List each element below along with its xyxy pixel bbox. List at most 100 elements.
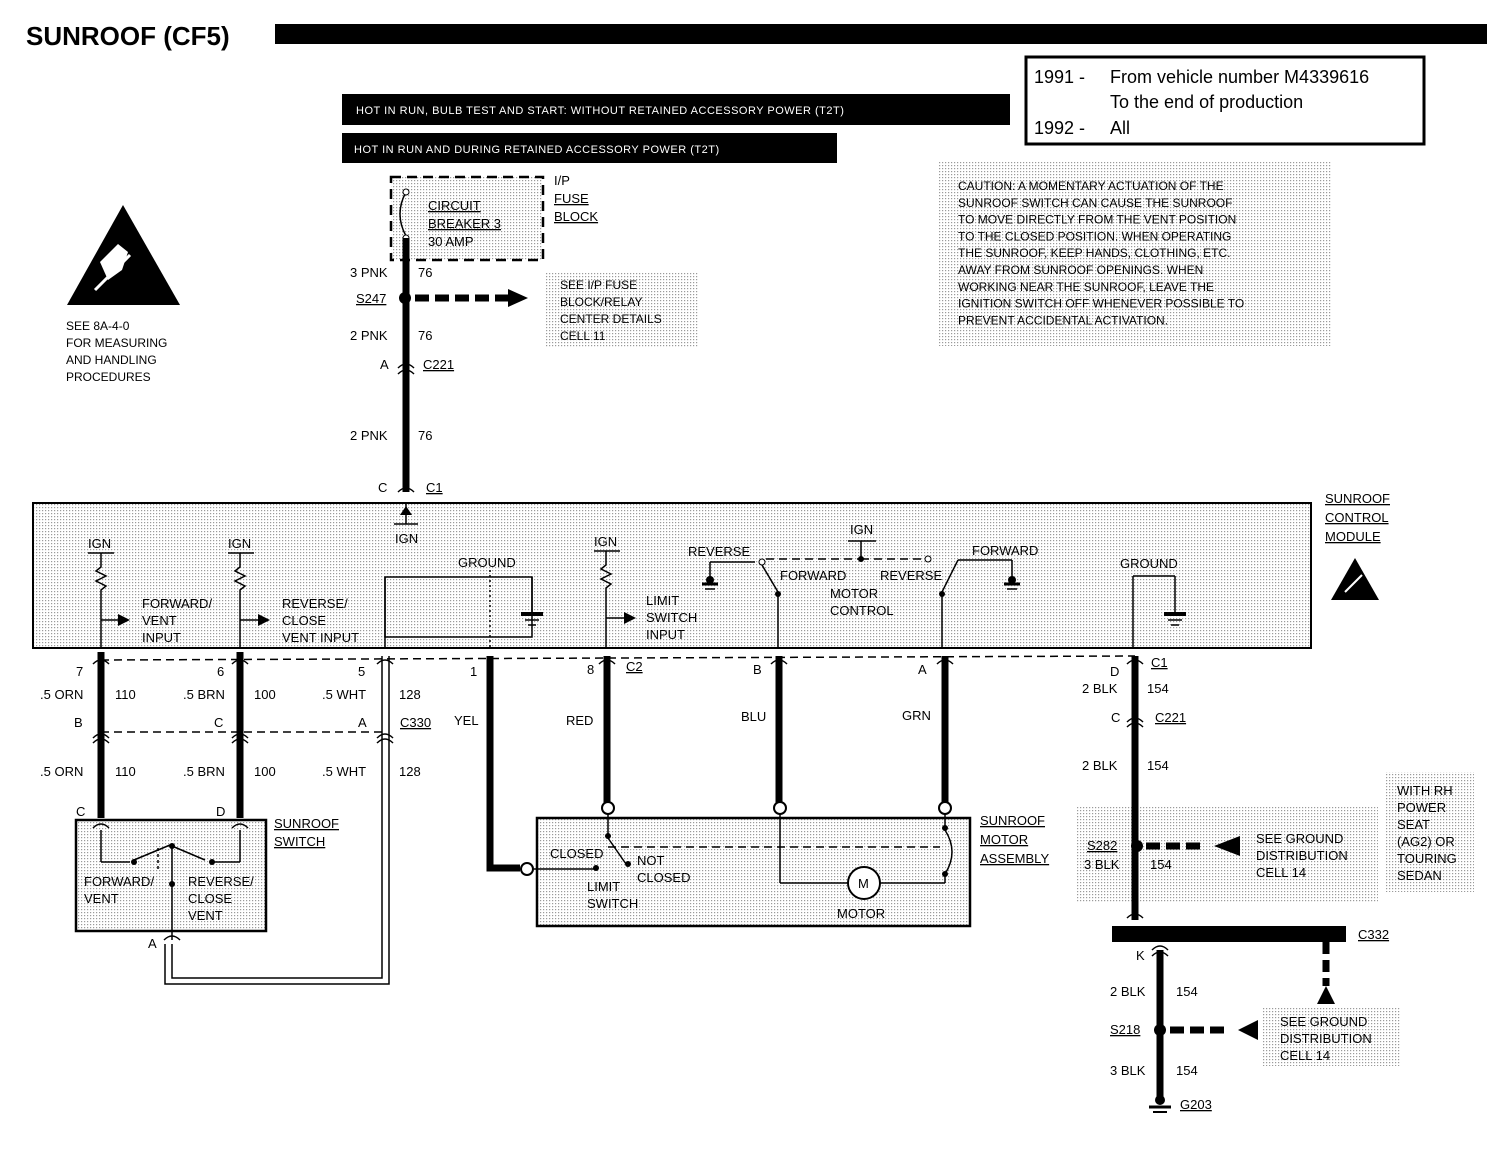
- circuit-grn: A GRN: [902, 656, 954, 815]
- esd-note-line: AND HANDLING: [66, 353, 157, 367]
- wire-label: YEL: [454, 713, 479, 728]
- ref-line: SEE GROUND: [1280, 1014, 1367, 1029]
- sunroof-motor-assembly: M CLOSED NOT CLOSED LIMIT SWITCH MOTOR S…: [534, 813, 1049, 928]
- switch-label: SWITCH: [274, 834, 325, 849]
- caution-line: AWAY FROM SUNROOF OPENINGS. WHEN: [958, 263, 1203, 277]
- wire-label: GRN: [902, 708, 931, 723]
- applicability-year: 1991 -: [1034, 67, 1085, 87]
- ground-icon: [1149, 1095, 1171, 1113]
- wire-label: .5 ORN: [40, 687, 83, 702]
- motor-label: MOTOR: [837, 906, 885, 921]
- option-note: POWER: [1397, 800, 1446, 815]
- ground-label: GROUND: [458, 555, 516, 570]
- splice-label: S218: [1110, 1022, 1140, 1037]
- caution-line: IGNITION SWITCH OFF WHENEVER POSSIBLE TO: [958, 297, 1244, 311]
- relay-label: REVERSE: [688, 544, 750, 559]
- switch-position-label: FORWARD/: [84, 874, 154, 889]
- breaker-label: CIRCUIT: [428, 198, 481, 213]
- esd-note: SEE 8A-4-0 FOR MEASURING AND HANDLING PR…: [66, 319, 167, 384]
- ground-label: GROUND: [1120, 556, 1178, 571]
- caution-line: SUNROOF SWITCH CAN CAUSE THE SUNROOF: [958, 196, 1232, 210]
- splice-label: S282: [1087, 838, 1117, 853]
- caution-line: WORKING NEAR THE SUNROOF, LEAVE THE: [958, 280, 1214, 294]
- wire-label: 3 BLK: [1084, 857, 1120, 872]
- input-label: FORWARD/: [142, 596, 212, 611]
- input-label: INPUT: [142, 630, 181, 645]
- sunroof-switch: SUNROOF SWITCH FORWARD/ VENT REVERSE/ CL…: [74, 816, 339, 951]
- esd-warning-icon: [67, 205, 180, 305]
- wire-label: .5 BRN: [183, 687, 225, 702]
- see-fuse-ref: SEE I/P FUSE BLOCK/RELAY CENTER DETAILS …: [546, 272, 698, 348]
- circuit-number: 76: [418, 428, 432, 443]
- wire-label: 3 BLK: [1110, 1063, 1146, 1078]
- applicability-text: All: [1110, 118, 1130, 138]
- ref-line: DISTRIBUTION: [1256, 848, 1348, 863]
- ref-line: SEE I/P FUSE: [560, 278, 637, 292]
- wire-label: 2 BLK: [1082, 681, 1118, 696]
- switch-position-label: VENT: [188, 908, 223, 923]
- caution-line: PREVENT ACCIDENTAL ACTIVATION.: [958, 313, 1168, 327]
- assembly-label: SUNROOF: [980, 813, 1045, 828]
- connector-label: C1: [426, 480, 443, 495]
- ground-path: S282 3 BLK 154 SEE GROUND DISTRIBUTION C…: [1076, 772, 1474, 1113]
- pin-label: 5: [358, 664, 365, 679]
- caution-line: TO THE CLOSED POSITION. WHEN OPERATING: [958, 229, 1231, 243]
- pin-label: C: [378, 480, 387, 495]
- caution-line: TO MOVE DIRECTLY FROM THE VENT POSITION: [958, 213, 1236, 227]
- esd-note-line: PROCEDURES: [66, 370, 151, 384]
- splice-label: S247: [356, 291, 386, 306]
- connector-label: C221: [423, 357, 454, 372]
- splice-s282: [1131, 840, 1143, 852]
- breaker-label: BREAKER 3: [428, 216, 501, 231]
- wire-label: .5 WHT: [322, 687, 366, 702]
- circuit-number: 76: [418, 265, 432, 280]
- fuse-block-label: I/P: [554, 173, 570, 188]
- circuit-brn: 6 .5 BRN 100 C .5 BRN 100 D: [183, 652, 276, 819]
- arrow-left-icon: [1214, 836, 1240, 856]
- limit-switch-label: NOT: [637, 853, 665, 868]
- sunroof-control-module: SUNROOF CONTROL MODULE IGN IGN FORWARD/ …: [32, 491, 1390, 649]
- relay-label: FORWARD: [972, 543, 1038, 558]
- esd-warning-icon: [1331, 558, 1379, 600]
- ref-line: BLOCK/RELAY: [560, 295, 642, 309]
- circuit-number: 154: [1176, 1063, 1198, 1078]
- switch-position-label: REVERSE/: [188, 874, 254, 889]
- input-label: INPUT: [646, 627, 685, 642]
- fuse-block-label: BLOCK: [554, 209, 598, 224]
- limit-switch-label: SWITCH: [587, 896, 638, 911]
- power-wire: 3 PNK 76 S247 2 PNK 76 A C221 2 PNK 76 C…: [350, 238, 528, 495]
- option-note: WITH RH: [1397, 783, 1453, 798]
- circuit-number: 100: [254, 687, 276, 702]
- wire-label: RED: [566, 713, 593, 728]
- ref-line: CELL 11: [560, 329, 606, 343]
- pin-label: 8: [587, 662, 594, 677]
- circuit-number: 110: [115, 687, 136, 702]
- arrow-right-icon: [508, 289, 528, 307]
- pin-label: 6: [217, 664, 224, 679]
- module-label: SUNROOF: [1325, 491, 1390, 506]
- limit-switch-label: LIMIT: [587, 879, 620, 894]
- circuit-number: 154: [1150, 857, 1172, 872]
- wire-label: .5 BRN: [183, 764, 225, 779]
- connector-label: C332: [1358, 927, 1389, 942]
- page-title: SUNROOF (CF5): [26, 21, 230, 51]
- applicability-text: To the end of production: [1110, 92, 1303, 112]
- circuit-yel: 1 YEL: [454, 656, 534, 876]
- pin-label: 7: [76, 664, 83, 679]
- ref-line: SEE GROUND: [1256, 831, 1343, 846]
- pin-label: C: [76, 804, 85, 819]
- fuse-block: CIRCUIT BREAKER 3 30 AMP I/P FUSE BLOCK: [389, 173, 598, 262]
- pin-label: K: [1136, 948, 1145, 963]
- power-bar-text: HOT IN RUN AND DURING RETAINED ACCESSORY…: [354, 144, 720, 156]
- circuit-number: 154: [1176, 984, 1198, 999]
- connector-label: C1: [1151, 655, 1168, 670]
- connector-label: C330: [400, 715, 431, 730]
- pin-label: A: [148, 936, 157, 951]
- wire-label: 2 BLK: [1110, 984, 1146, 999]
- ign-label: IGN: [850, 522, 873, 537]
- circuit-number: 100: [254, 764, 276, 779]
- pin-label: B: [753, 662, 762, 677]
- arrow-up-icon: [1317, 986, 1335, 1004]
- ref-line: DISTRIBUTION: [1280, 1031, 1372, 1046]
